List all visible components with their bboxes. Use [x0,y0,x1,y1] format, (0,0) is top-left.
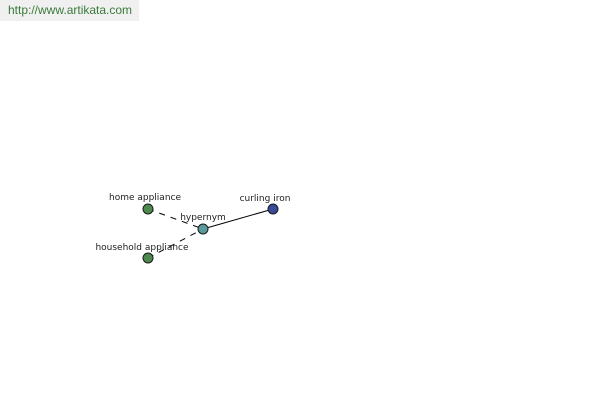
label-household-appliance: household appliance [95,243,189,253]
edge-curling-iron [202,208,274,230]
label-curling-iron: curling iron [240,194,291,204]
site-url-link[interactable]: http://www.artikata.com [0,0,139,21]
node-household-appliance[interactable] [142,252,154,264]
label-hypernym: hypernym [180,213,226,223]
node-hypernym[interactable] [197,223,209,235]
node-curling-iron[interactable] [267,203,279,215]
label-home-appliance: home appliance [109,193,181,203]
node-home-appliance[interactable] [142,203,154,215]
edge-home-appliance [147,208,204,230]
edge-household-appliance [147,228,204,259]
